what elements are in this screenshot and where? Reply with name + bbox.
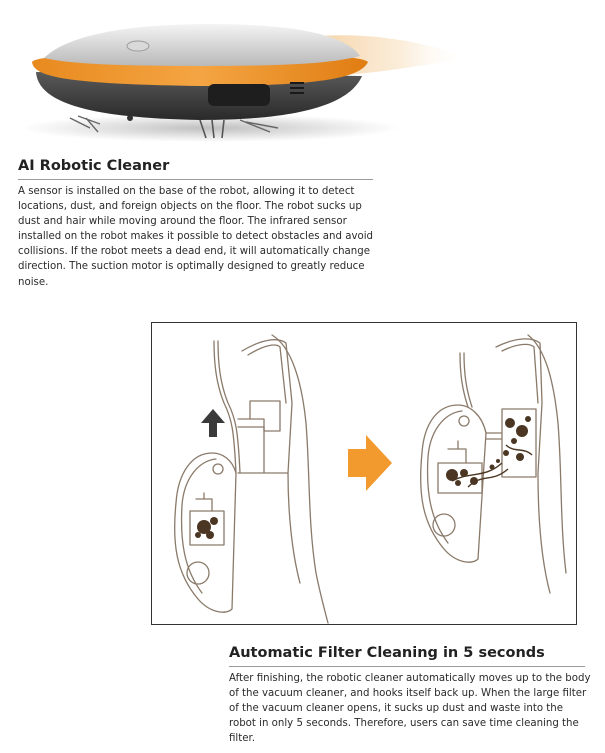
section-title-automatic-filter-cleaning: Automatic Filter Cleaning in 5 seconds — [229, 645, 545, 661]
section-body-ai-robotic-cleaner: A sensor is installed on the base of the… — [18, 186, 373, 288]
filter-cleaning-diagram — [151, 322, 577, 625]
debris-left — [195, 517, 218, 539]
robot-cleaner-image — [20, 24, 470, 142]
debris-right — [446, 416, 531, 486]
section-body-automatic-filter-cleaning: After finishing, the robotic cleaner aut… — [229, 673, 591, 745]
section-title-ai-robotic-cleaner: AI Robotic Cleaner — [18, 158, 170, 174]
right-arrow-icon — [348, 435, 392, 491]
section-divider — [18, 179, 373, 180]
up-arrow-icon — [201, 409, 225, 437]
section-divider — [229, 666, 585, 667]
